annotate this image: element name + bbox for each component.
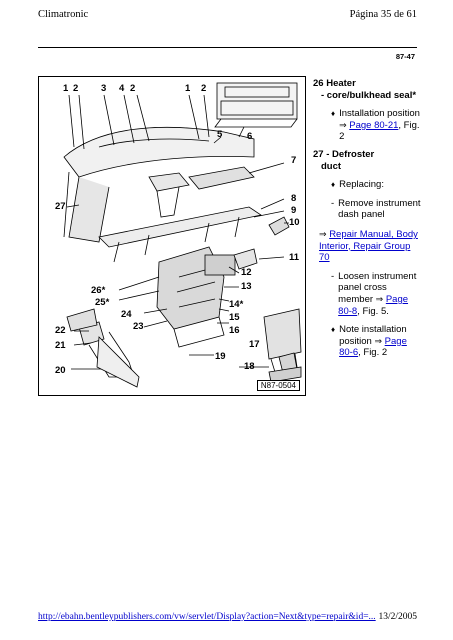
svg-text:12: 12 — [241, 267, 252, 278]
arrow-right-icon: ⇒ — [375, 293, 384, 304]
svg-text:9: 9 — [291, 205, 296, 216]
svg-text:5: 5 — [217, 129, 223, 140]
item-26-note: ♦ Installation position ⇒ Page 80-21, Fi… — [331, 108, 420, 143]
arrow-right-icon: ⇒ — [374, 335, 383, 346]
svg-text:27: 27 — [55, 201, 66, 212]
header-title: Climatronic — [38, 9, 89, 20]
document-code: 87-47 — [395, 52, 415, 61]
svg-text:8: 8 — [291, 193, 296, 204]
item-27: 27 - Defroster duct ♦ Replacing: -Remove… — [313, 149, 423, 359]
item-27-title: 27 - Defroster duct — [313, 148, 375, 172]
item-27-reference: ⇒ Repair Manual, Body Interior, Repair G… — [313, 229, 423, 264]
svg-text:20: 20 — [55, 365, 66, 376]
svg-text:1: 1 — [63, 83, 69, 94]
item-27-bullet: ♦ Replacing: — [331, 179, 384, 191]
svg-text:21: 21 — [55, 340, 66, 351]
figure-code: N87-0504 — [256, 380, 300, 391]
svg-text:13: 13 — [241, 281, 252, 292]
item-27-step-loosen: - Loosen instrument panel cross member ⇒… — [331, 270, 417, 317]
svg-text:16: 16 — [229, 325, 240, 336]
svg-text:26*: 26* — [91, 285, 106, 296]
diagram-drawing: 1 2 3 4 2 1 2 5 6 7 8 9 10 27 11 12 13 2… — [55, 82, 302, 388]
diamond-bullet-icon: ♦ — [331, 180, 336, 190]
item-27-note: ♦ Note installation position ⇒ Page 80-6… — [331, 324, 407, 359]
diamond-bullet-icon: ♦ — [331, 109, 336, 119]
diamond-bullet-icon: ♦ — [331, 325, 336, 335]
svg-text:14*: 14* — [229, 299, 244, 310]
item-27-step-remove: -Remove instrument dash panel — [331, 197, 421, 221]
svg-text:17: 17 — [249, 339, 260, 350]
svg-text:24: 24 — [121, 309, 132, 320]
item-26-title: 26 Heater - core/bulkhead seal* — [313, 78, 417, 101]
svg-text:22: 22 — [55, 325, 66, 336]
svg-text:10: 10 — [289, 217, 300, 228]
header-rule — [38, 47, 417, 48]
svg-text:4: 4 — [119, 83, 125, 94]
exploded-diagram: 1 2 3 4 2 1 2 5 6 7 8 9 10 27 11 12 13 2… — [38, 76, 306, 396]
arrow-right-icon: ⇒ — [319, 228, 327, 239]
arrow-right-icon: ⇒ — [339, 119, 347, 130]
svg-text:11: 11 — [289, 252, 300, 263]
svg-text:2: 2 — [201, 83, 206, 94]
svg-text:2: 2 — [73, 83, 78, 94]
svg-text:23: 23 — [133, 321, 144, 332]
page-indicator: Página 35 de 61 — [349, 9, 417, 20]
svg-text:19: 19 — [215, 351, 226, 362]
svg-text:3: 3 — [101, 83, 106, 94]
svg-text:15: 15 — [229, 312, 240, 323]
page-80-21-link[interactable]: Page 80-21 — [349, 119, 399, 131]
repair-manual-link[interactable]: Repair Manual, Body Interior, Repair Gro… — [319, 228, 418, 264]
parts-description: 26 Heater - core/bulkhead seal* ♦ Instal… — [313, 78, 423, 359]
svg-text:6: 6 — [247, 131, 252, 142]
item-26: 26 Heater - core/bulkhead seal* ♦ Instal… — [313, 78, 423, 143]
svg-text:2: 2 — [130, 83, 135, 94]
svg-text:25*: 25* — [95, 297, 110, 308]
diagram-callouts: 1 2 3 4 2 1 2 5 6 7 8 9 10 27 11 12 13 2… — [55, 83, 300, 376]
print-date: 13/2/2005 — [378, 612, 417, 622]
svg-text:18: 18 — [244, 361, 255, 372]
source-url[interactable]: http://ebahn.bentleypublishers.com/vw/se… — [38, 612, 376, 622]
page-80-6-link[interactable]: Page 80-6 — [339, 335, 407, 359]
page-80-8-link[interactable]: Page 80-8 — [338, 293, 409, 317]
svg-text:1: 1 — [185, 83, 191, 94]
svg-text:7: 7 — [291, 155, 296, 166]
